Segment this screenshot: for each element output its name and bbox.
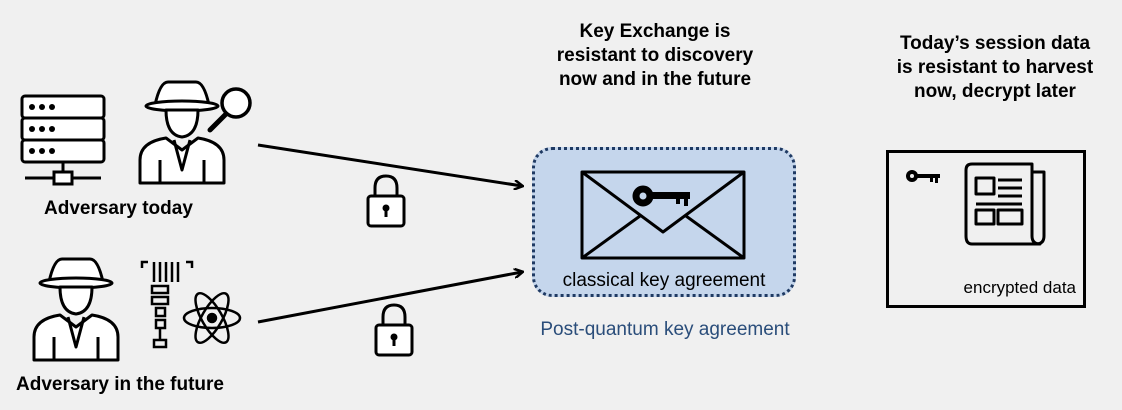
session-caption-line: Today’s session data <box>899 33 1091 54</box>
key-icon <box>906 170 940 183</box>
key-exchange-caption-line: now and in the future <box>558 69 752 90</box>
session-caption: Today’s session data is resistant to har… <box>850 32 1122 104</box>
key-icon <box>632 185 690 207</box>
adversary-future-label: Adversary in the future <box>16 374 224 395</box>
padlock-icon <box>366 174 406 228</box>
server-rack-icon <box>20 94 106 186</box>
document-icon <box>964 162 1046 246</box>
encrypted-data-label: encrypted data <box>963 278 1076 297</box>
spy-icon <box>138 80 226 185</box>
quantum-computer-icon <box>140 260 194 349</box>
spy-icon <box>32 257 120 362</box>
envelope-icon <box>580 170 746 260</box>
key-exchange-caption-line: resistant to discovery <box>556 45 754 66</box>
arrow-today <box>257 143 522 186</box>
post-quantum-key-agreement-label: Post-quantum key agreement <box>540 319 790 340</box>
padlock-icon <box>374 303 414 357</box>
key-exchange-caption-line: Key Exchange is <box>579 21 731 42</box>
classical-key-agreement-label: classical key agreement <box>562 270 766 291</box>
magnifier-icon <box>207 87 252 133</box>
arrow-future <box>257 272 522 324</box>
session-caption-line: now, decrypt later <box>914 81 1076 102</box>
atom-icon <box>182 291 242 345</box>
key-exchange-caption: Key Exchange is resistant to discovery n… <box>510 20 800 92</box>
adversary-today-label: Adversary today <box>44 198 193 219</box>
session-caption-line: is resistant to harvest <box>896 57 1094 78</box>
